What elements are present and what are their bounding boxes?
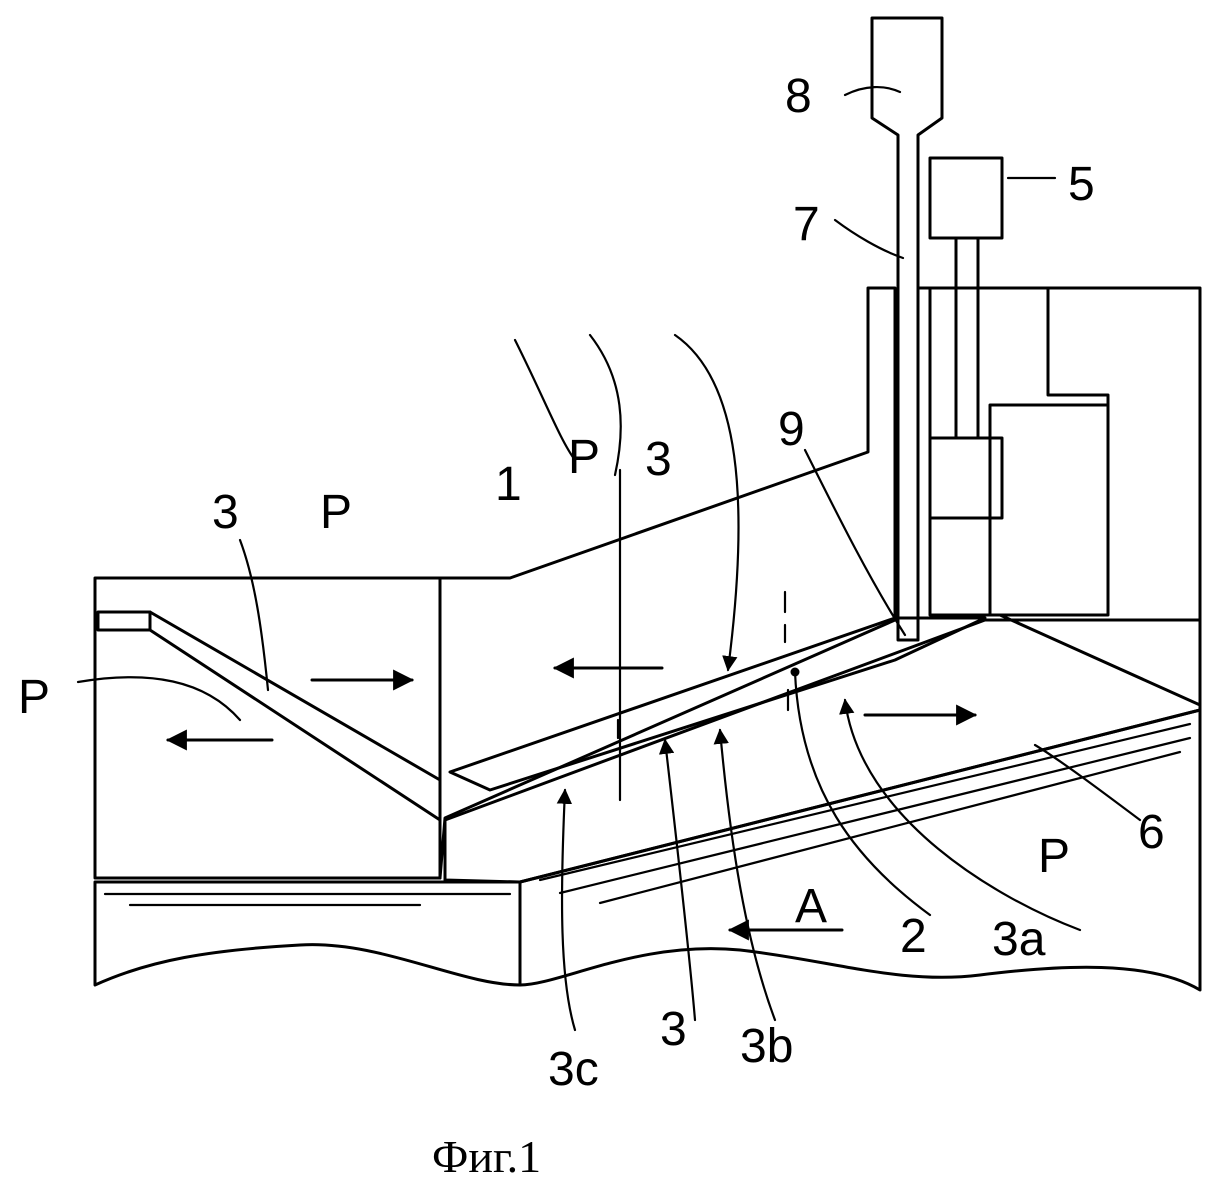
- label-6: 6: [1138, 806, 1165, 859]
- label-3b: 3b: [740, 1020, 793, 1073]
- lower-right-mold: [445, 620, 1200, 882]
- label-9: 9: [778, 403, 805, 456]
- label-3-bottom: 3: [660, 1003, 687, 1056]
- label-p-mid: P: [568, 431, 600, 484]
- label-3a: 3a: [992, 913, 1046, 966]
- label-3-mid: 3: [645, 433, 672, 486]
- label-7: 7: [793, 198, 820, 251]
- label-p-left: P: [18, 671, 50, 724]
- right-insert-block: [990, 405, 1108, 615]
- cavity: [450, 618, 985, 790]
- label-3-left: 3: [212, 486, 239, 539]
- central-mold-block: [440, 288, 895, 878]
- label-2: 2: [900, 910, 927, 963]
- label-3c: 3c: [548, 1043, 599, 1096]
- label-p-top-left: P: [320, 486, 352, 539]
- label-a: A: [795, 880, 827, 933]
- label-p-right: P: [1038, 830, 1070, 883]
- label-1: 1: [495, 458, 522, 511]
- leader-lines: [78, 87, 1140, 1030]
- left-channel: [98, 612, 440, 820]
- label-5: 5: [1068, 158, 1095, 211]
- right-housing: [918, 288, 1200, 705]
- label-8: 8: [785, 70, 812, 123]
- left-mold-block: [95, 578, 440, 878]
- figure-caption: Фиг.1: [432, 1131, 541, 1182]
